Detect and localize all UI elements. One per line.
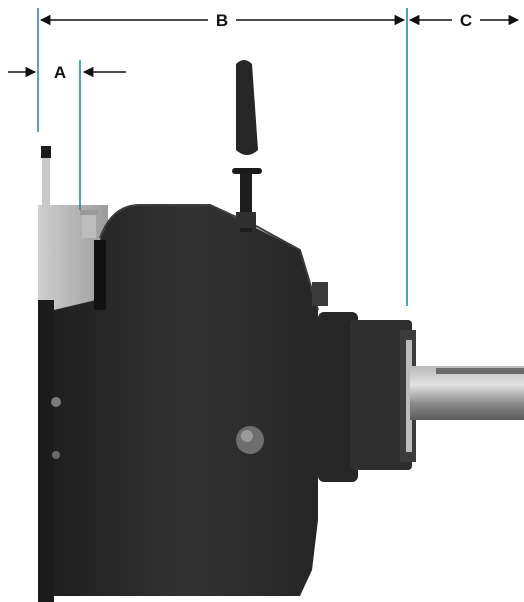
dimension-a: A <box>8 63 126 82</box>
output-shaft <box>410 366 524 420</box>
bolt <box>82 212 96 238</box>
dimension-a-label: A <box>54 63 66 82</box>
dimension-c: C <box>408 11 520 30</box>
dimension-c-label: C <box>460 11 472 30</box>
shift-lever <box>232 60 262 232</box>
output-housing <box>318 312 358 482</box>
guide-lines <box>37 8 408 306</box>
gearbox-illustration <box>38 60 524 602</box>
gearbox-housing <box>54 205 318 596</box>
output-boss <box>312 282 328 306</box>
dimension-b-label: B <box>216 11 228 30</box>
flange <box>38 300 54 602</box>
flange-bolt <box>51 397 61 407</box>
flange-bolt <box>52 451 60 459</box>
dimension-b: B <box>39 11 406 30</box>
output-flange <box>350 320 412 470</box>
stud <box>42 146 50 208</box>
